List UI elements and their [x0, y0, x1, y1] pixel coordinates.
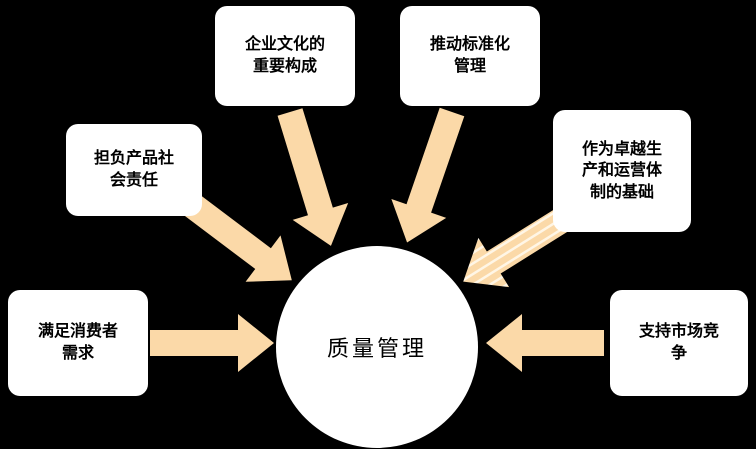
node-label: 支持市场竞争: [638, 323, 719, 362]
arrow-market-competition: [486, 314, 604, 372]
arrow-consumer-needs: [150, 314, 274, 372]
node-label: 推动标准化管理: [429, 36, 510, 75]
node-standardization: 推动标准化管理: [400, 6, 540, 106]
node-market-competition: 支持市场竞争: [610, 290, 748, 396]
arrow-social-responsibility: [172, 185, 292, 282]
node-label: 企业文化的重要构成: [244, 36, 325, 75]
arrow-corporate-culture: [277, 108, 349, 246]
node-excellence-foundation: 作为卓越生产和运营体制的基础: [553, 110, 691, 232]
center-node-quality-management: 质量管理: [276, 246, 478, 448]
center-node-label: 质量管理: [326, 336, 427, 361]
node-consumer-needs: 满足消费者需求: [8, 290, 148, 396]
node-label: 担负产品社会责任: [93, 150, 174, 189]
arrow-standardization: [391, 107, 465, 243]
node-label: 作为卓越生产和运营体制的基础: [581, 140, 662, 201]
node-corporate-culture: 企业文化的重要构成: [215, 6, 355, 106]
arrow-excellence-foundation: [463, 206, 572, 288]
node-social-responsibility: 担负产品社会责任: [66, 124, 202, 216]
node-label: 满足消费者需求: [37, 323, 118, 362]
